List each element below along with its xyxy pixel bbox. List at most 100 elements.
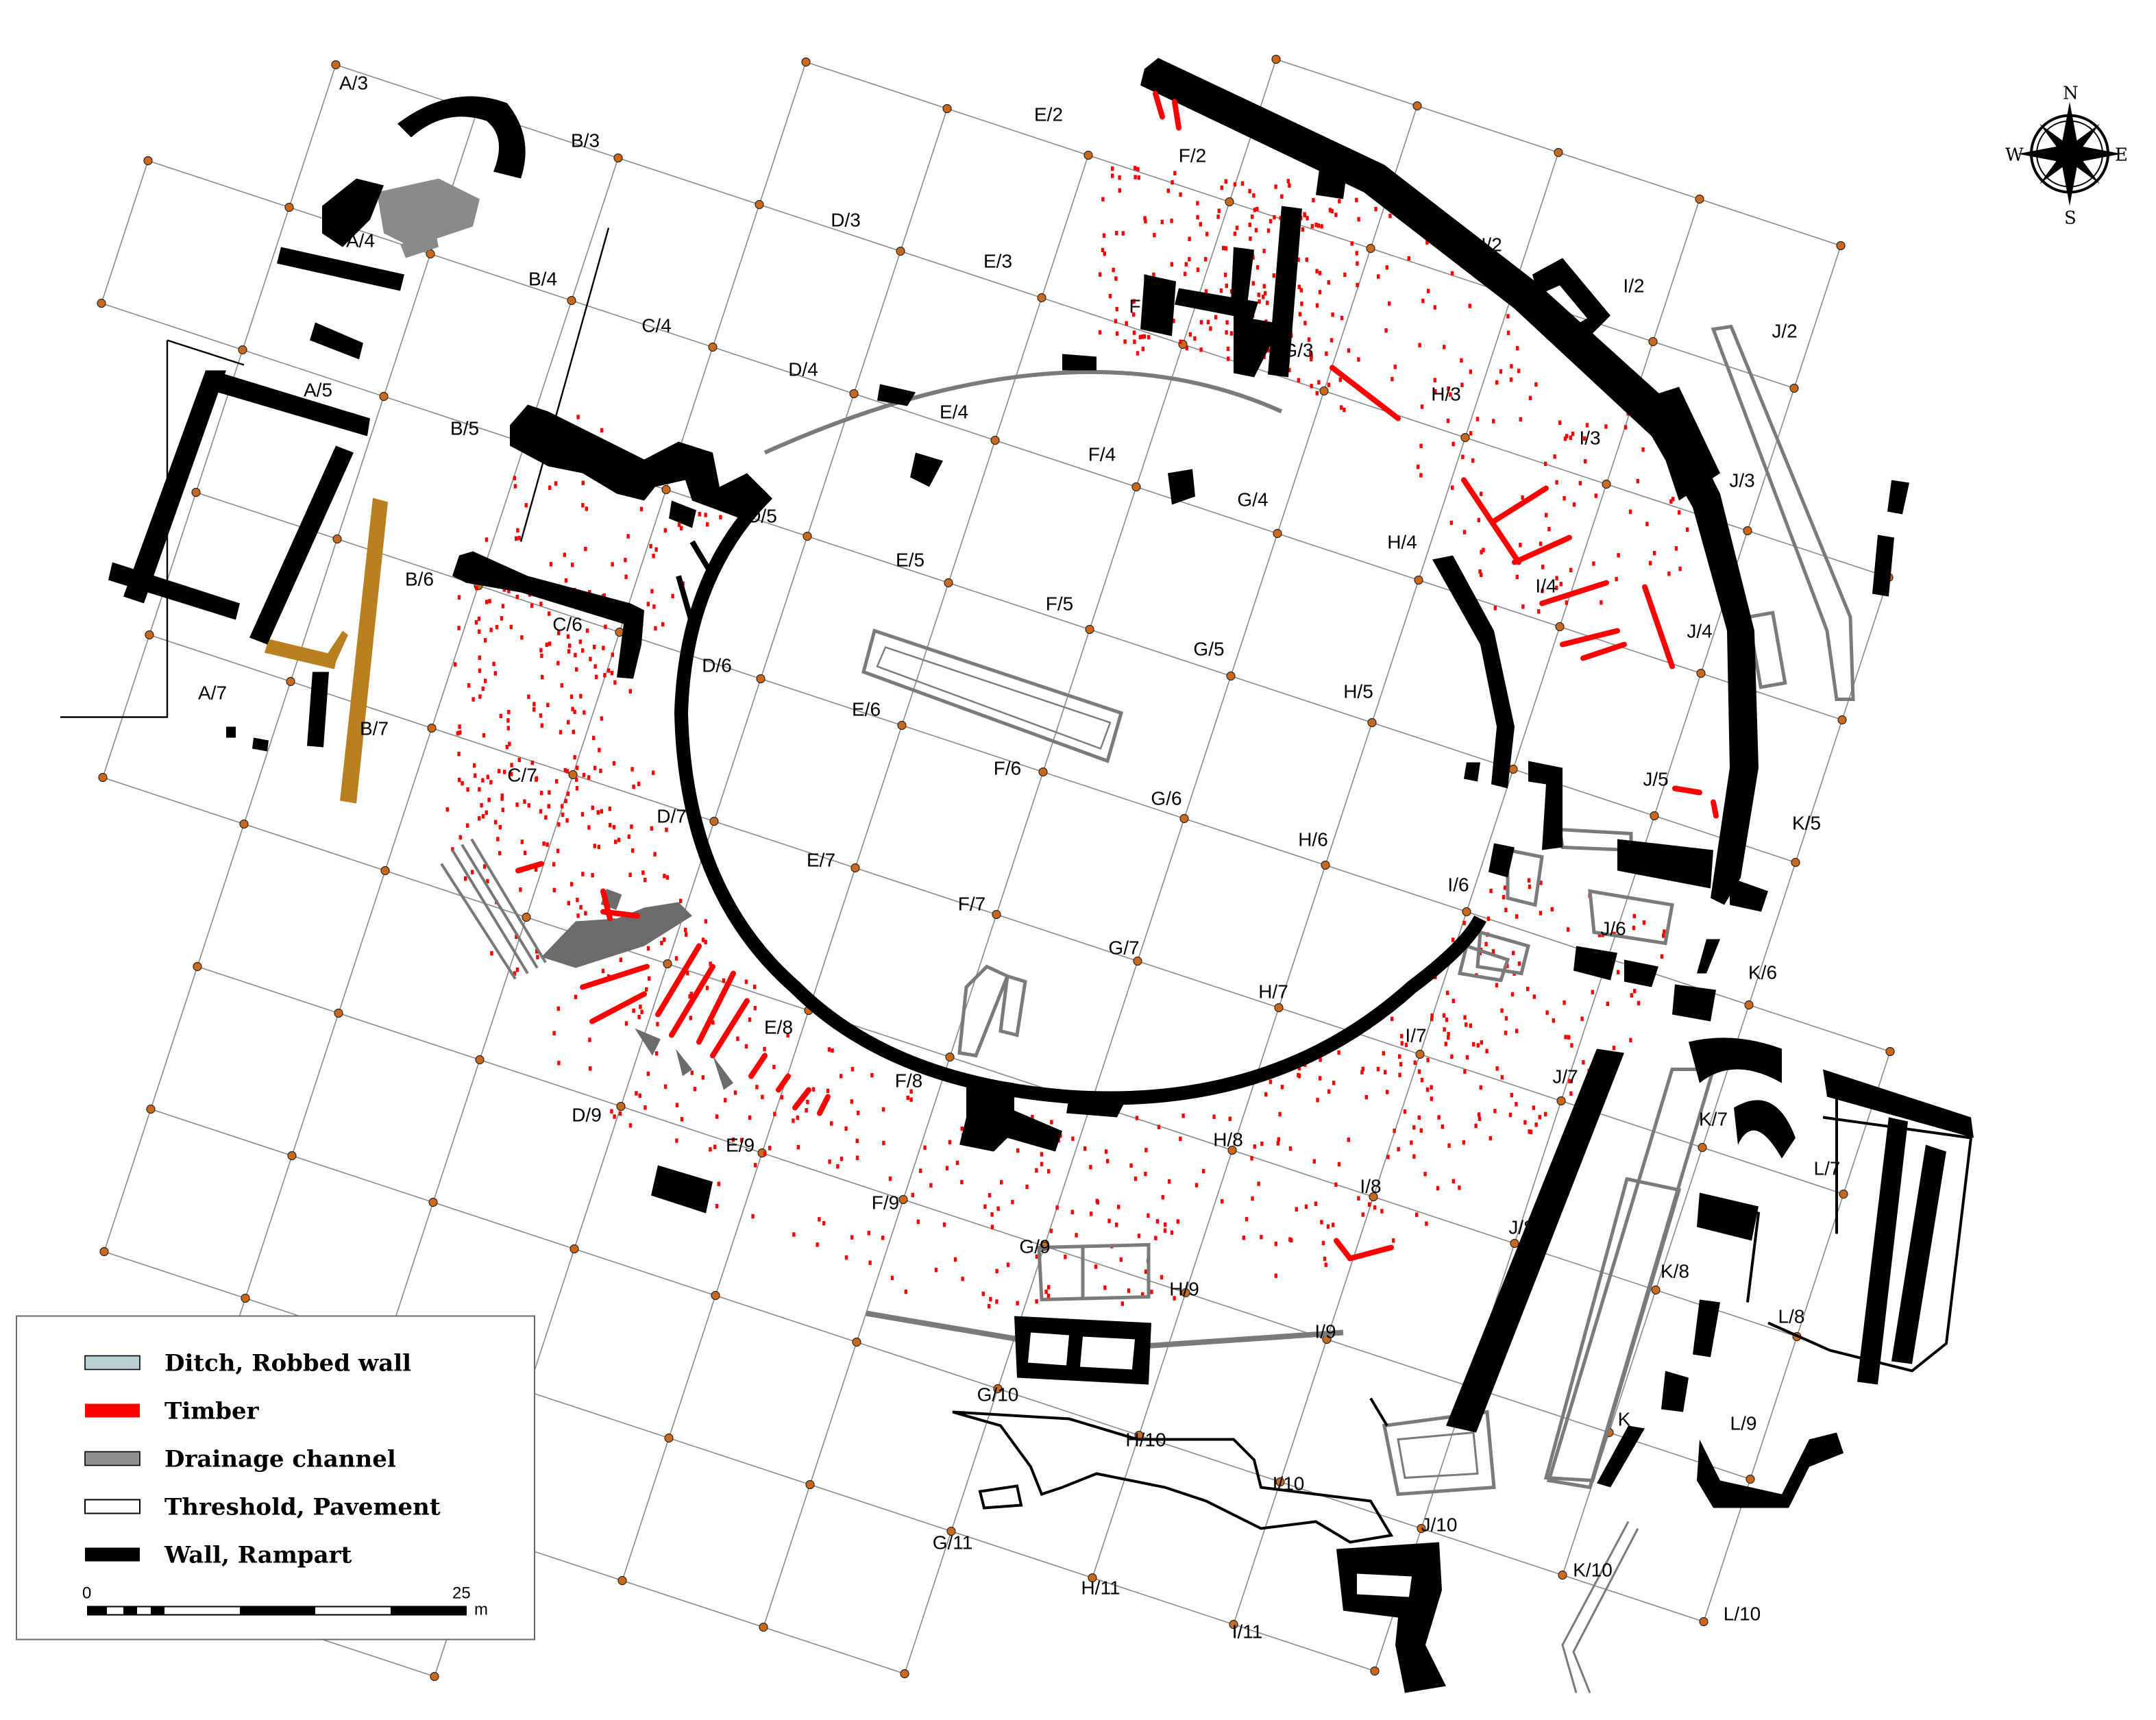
post-hole <box>1224 246 1228 251</box>
grid-label: F/8 <box>895 1070 922 1092</box>
post-hole <box>1242 1236 1245 1240</box>
post-hole <box>516 528 519 533</box>
post-hole <box>1355 251 1358 256</box>
post-hole <box>1298 312 1302 317</box>
grid-label: F <box>1129 296 1140 317</box>
post-hole <box>556 661 560 665</box>
grid-label: C/4 <box>641 315 672 336</box>
post-hole <box>1297 1072 1300 1078</box>
post-hole <box>1330 208 1334 214</box>
post-hole <box>501 807 504 813</box>
post-hole <box>1564 1035 1567 1040</box>
post-hole <box>566 634 570 639</box>
post-hole <box>1569 435 1572 440</box>
grid-node <box>759 1622 768 1632</box>
post-hole <box>828 1159 831 1164</box>
grid-node <box>1415 1049 1425 1059</box>
post-hole <box>1337 1162 1341 1167</box>
grid-label: H/10 <box>1125 1429 1166 1451</box>
grid-label: J/3 <box>1729 470 1754 491</box>
post-hole <box>561 812 565 818</box>
post-hole <box>1233 231 1237 236</box>
post-hole <box>660 940 663 946</box>
post-hole <box>1103 1285 1107 1290</box>
grid-node <box>942 103 952 114</box>
post-hole <box>478 694 482 699</box>
post-hole <box>1641 447 1645 452</box>
post-hole <box>563 552 566 557</box>
post-hole <box>1288 1237 1292 1242</box>
post-hole <box>1636 478 1639 484</box>
post-hole <box>1240 181 1245 186</box>
post-hole <box>1319 1076 1322 1081</box>
post-hole <box>1328 208 1332 212</box>
post-hole <box>646 946 650 951</box>
post-hole <box>535 949 539 954</box>
post-hole <box>1545 1010 1549 1015</box>
post-hole <box>500 794 504 798</box>
post-hole <box>1319 271 1322 275</box>
post-hole <box>598 748 601 752</box>
post-hole <box>1199 320 1203 325</box>
post-hole <box>610 1109 613 1114</box>
post-hole <box>1686 527 1689 532</box>
post-hole <box>1412 1154 1416 1159</box>
post-hole <box>517 535 521 541</box>
post-hole <box>1407 256 1410 261</box>
post-hole <box>1251 1196 1254 1201</box>
post-hole <box>648 976 651 981</box>
post-hole <box>596 810 600 815</box>
post-hole <box>1451 485 1454 490</box>
grid-node <box>1699 1617 1708 1627</box>
post-hole <box>573 709 576 714</box>
post-hole <box>545 642 548 648</box>
post-hole <box>763 1151 767 1156</box>
post-hole <box>556 848 560 853</box>
post-hole <box>1617 970 1620 974</box>
post-hole <box>1462 530 1467 535</box>
post-hole <box>1332 1223 1335 1227</box>
post-hole <box>1255 265 1260 270</box>
post-hole <box>831 1048 834 1053</box>
post-hole <box>535 777 538 782</box>
legend-swatch-timber <box>85 1403 140 1418</box>
grid-node <box>286 676 295 687</box>
map-legend: Ditch, Robbed wall Timber Drainage chann… <box>16 1315 535 1641</box>
post-hole <box>1319 1057 1322 1062</box>
post-hole <box>588 1037 591 1042</box>
post-hole <box>1491 949 1495 954</box>
post-hole <box>530 603 534 608</box>
grid-label: H/8 <box>1213 1129 1243 1151</box>
grid-node <box>849 389 859 399</box>
post-hole <box>1628 509 1632 514</box>
grid-node <box>613 153 623 163</box>
grid-node <box>850 863 860 873</box>
post-hole <box>1515 914 1519 919</box>
legend-swatch-wall <box>85 1547 140 1562</box>
post-hole <box>1141 347 1144 352</box>
grid-node <box>1558 1570 1567 1580</box>
grid-node <box>1321 860 1330 870</box>
post-hole <box>570 882 574 887</box>
grid-node <box>1083 150 1093 160</box>
post-hole <box>507 589 511 593</box>
post-hole <box>1465 1055 1469 1060</box>
post-hole <box>1317 380 1321 385</box>
post-hole <box>1227 356 1230 361</box>
post-hole <box>500 796 504 801</box>
post-hole <box>1116 331 1119 336</box>
post-hole <box>1120 1301 1124 1306</box>
post-hole <box>1006 1262 1010 1267</box>
post-hole <box>485 537 489 542</box>
grid-label: F/6 <box>994 758 1021 779</box>
grid-node <box>99 1246 109 1257</box>
post-hole <box>1226 346 1230 352</box>
grid-node <box>238 345 247 355</box>
post-hole <box>715 1203 719 1209</box>
grid-label: G/10 <box>977 1384 1019 1405</box>
post-hole <box>1493 606 1497 611</box>
post-hole <box>1552 1018 1555 1023</box>
post-hole <box>909 1097 913 1102</box>
post-hole <box>1517 961 1521 966</box>
post-hole <box>653 852 657 857</box>
